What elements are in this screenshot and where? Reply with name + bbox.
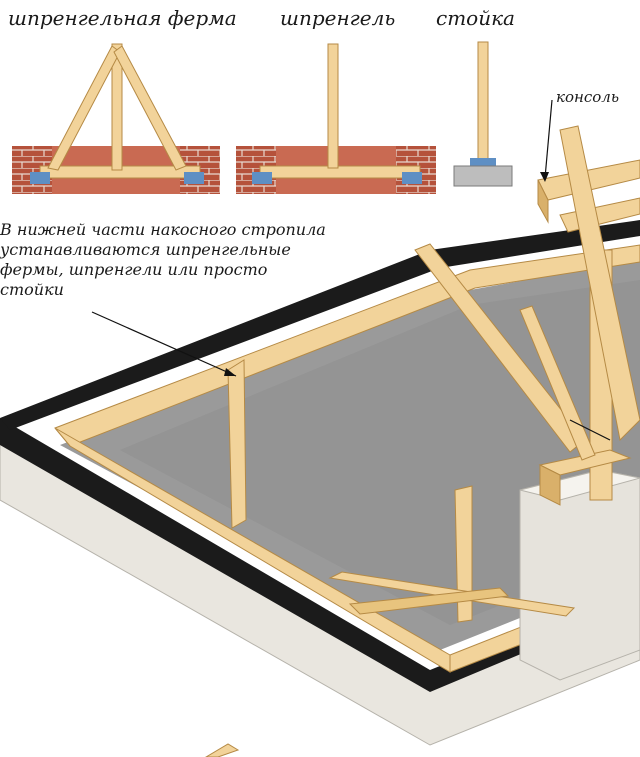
post-footing xyxy=(453,165,513,187)
strut-support-left xyxy=(252,172,272,184)
strut-beam xyxy=(259,165,421,179)
rafter-end-fragment xyxy=(205,743,240,757)
console-label: консоль xyxy=(556,88,620,106)
strut-label: шпренгель xyxy=(280,6,396,30)
strut-support-right xyxy=(402,172,422,184)
truss-support-right xyxy=(184,172,204,184)
left-strut-post xyxy=(227,359,247,529)
truss-vertical xyxy=(111,43,123,171)
strut-brace xyxy=(519,305,596,461)
post-diagram xyxy=(453,41,513,187)
note-line: устанавливаются шпренгельные xyxy=(0,240,291,259)
note-leader-line xyxy=(91,311,237,377)
truss-diagram xyxy=(12,43,220,194)
post-label: стойка xyxy=(436,6,515,30)
note-line: В нижней части накосного стропила xyxy=(0,220,326,239)
console-leader-line xyxy=(544,99,553,179)
truss-support-left xyxy=(30,172,50,184)
post-pad xyxy=(470,158,496,166)
cross-beam-b xyxy=(348,587,510,615)
waterproofing-back xyxy=(0,220,640,430)
hip-rafter xyxy=(559,125,640,442)
internal-wall xyxy=(519,469,640,681)
rafter-note: В нижней части накосного стропила устана… xyxy=(0,220,326,300)
strut-diagram xyxy=(236,43,436,194)
main-scene xyxy=(0,99,640,757)
truss-right-brace xyxy=(113,45,187,171)
post-vertical xyxy=(477,41,489,161)
center-strut-post xyxy=(454,485,473,623)
note-line: фермы, шпренгели или просто xyxy=(0,260,268,279)
note-line: стойки xyxy=(0,280,64,299)
truss-label: шпренгельная ферма xyxy=(8,6,237,30)
strut-vertical xyxy=(327,43,339,169)
